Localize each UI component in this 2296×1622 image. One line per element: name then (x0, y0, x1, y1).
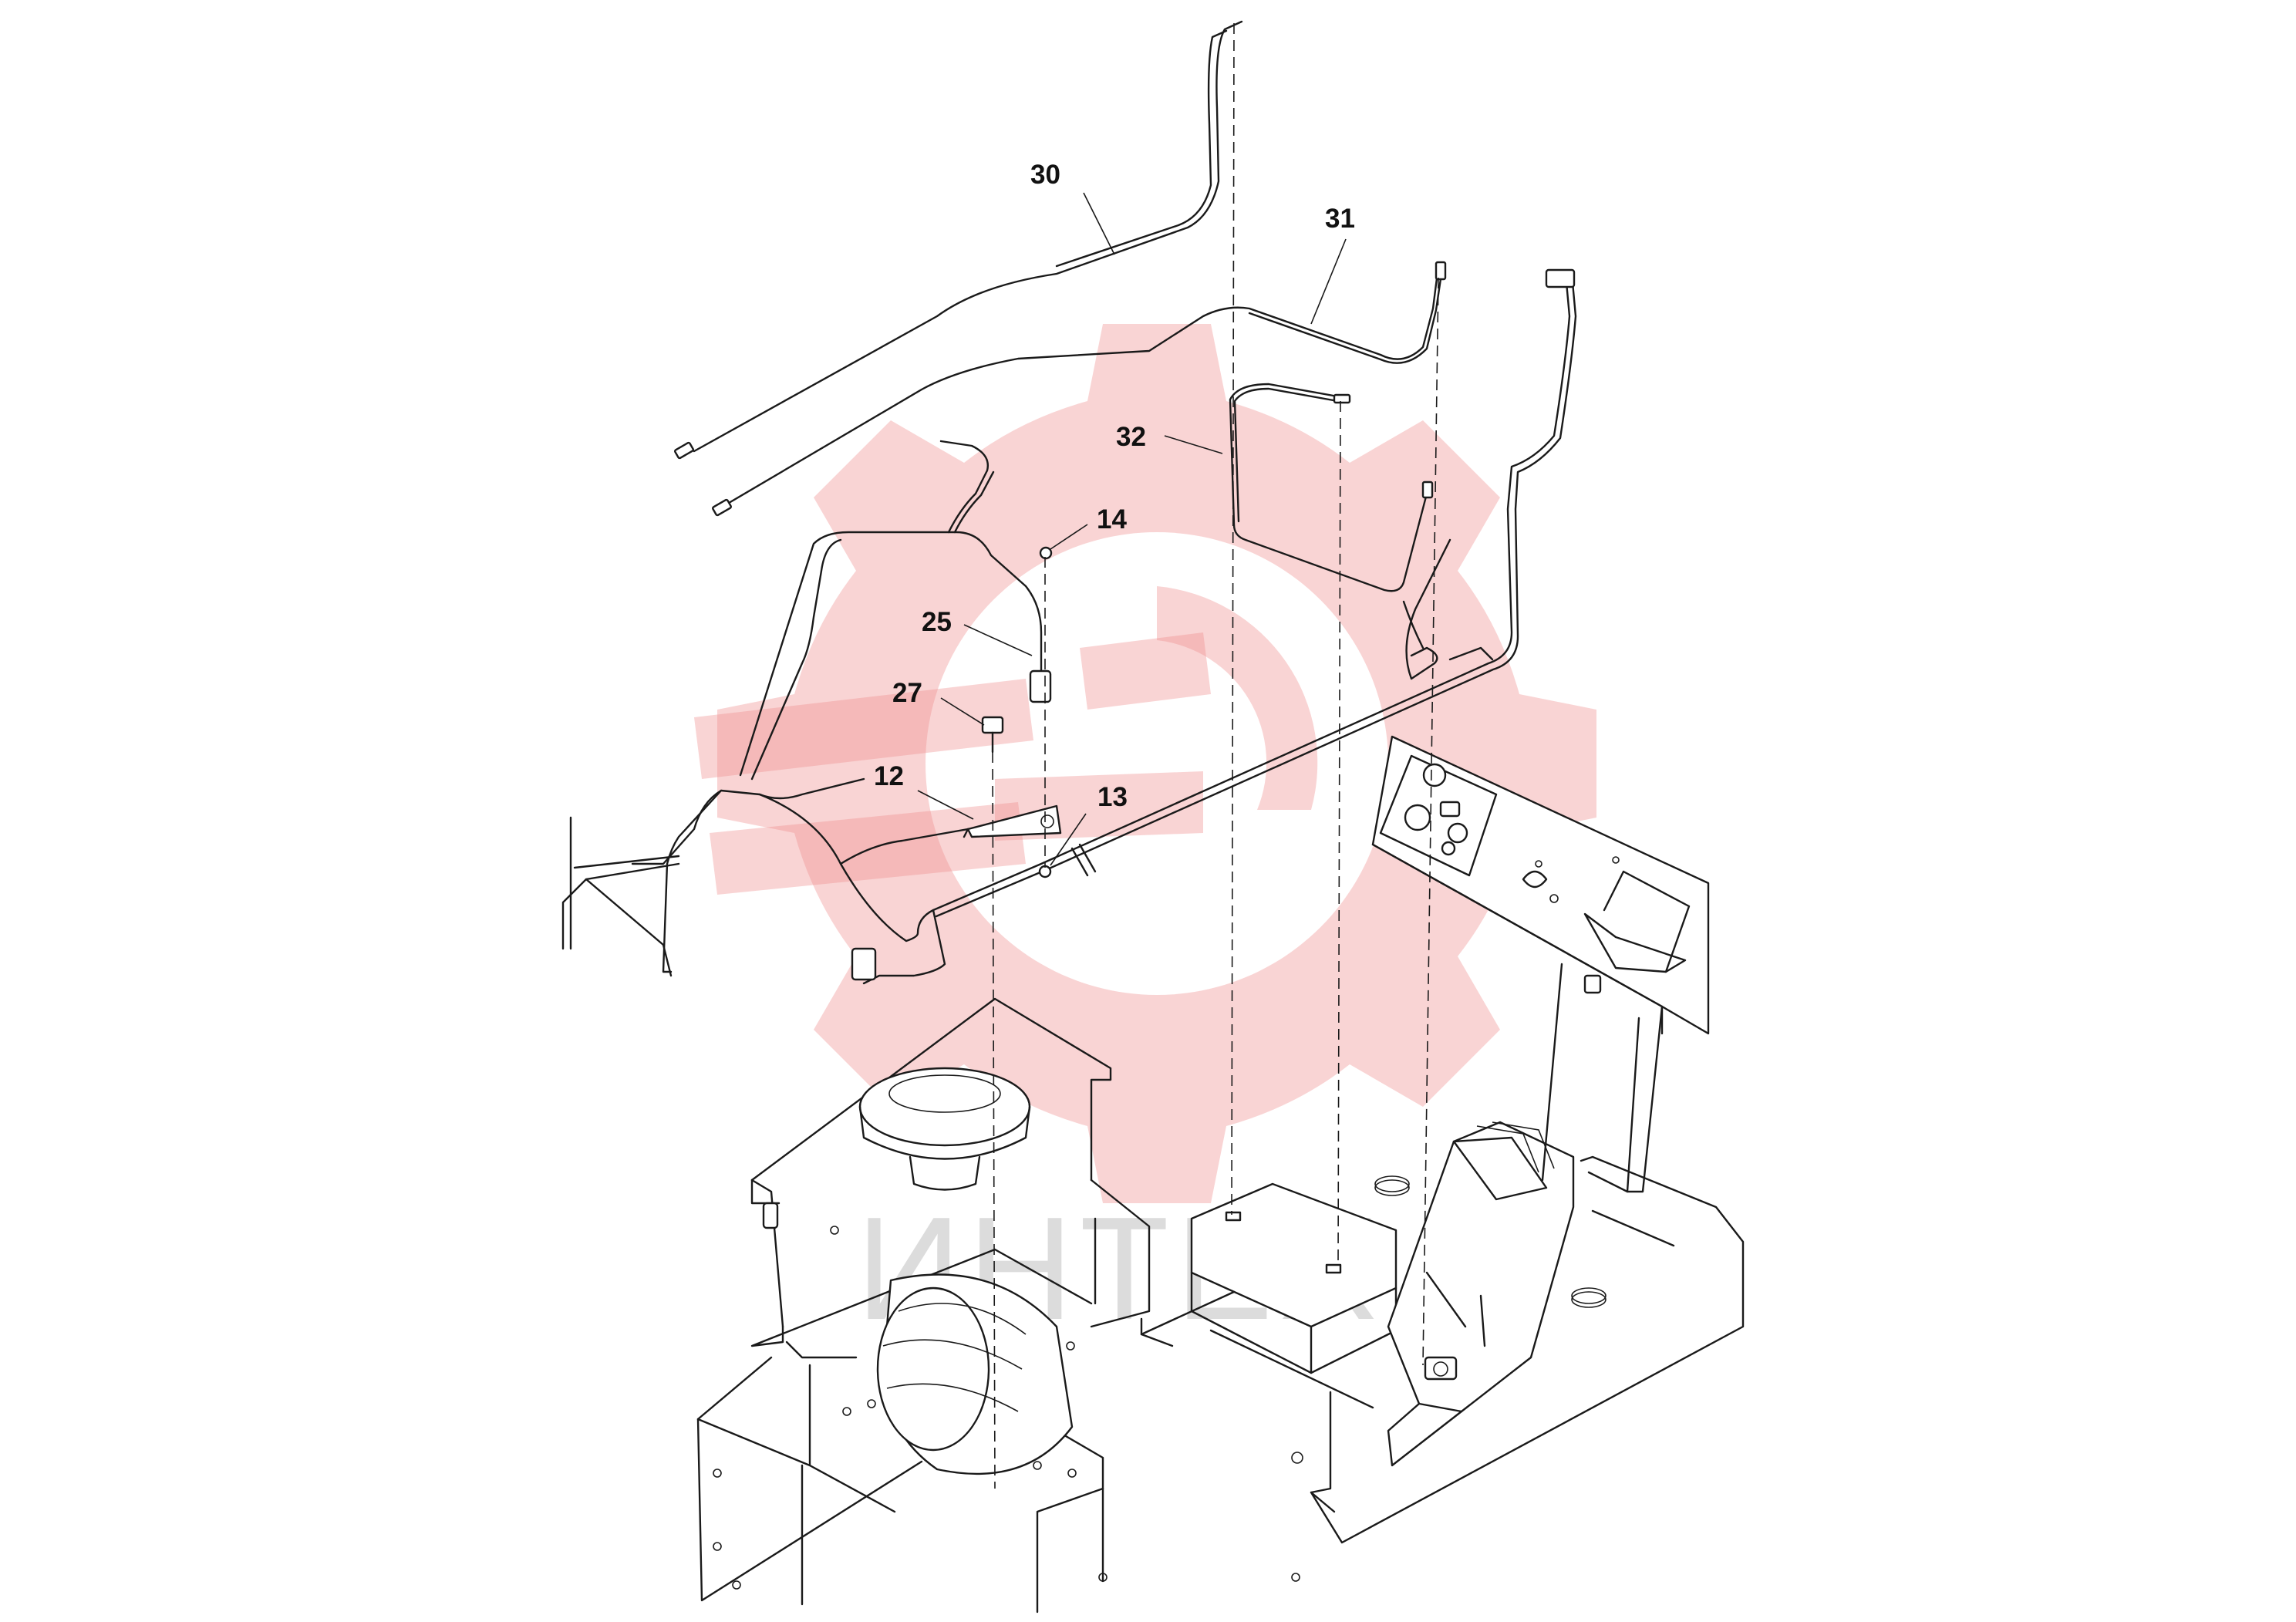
callout-31: 31 (1325, 204, 1355, 234)
cylinder-filter (876, 1273, 1074, 1475)
alignment-lines (992, 22, 1439, 1489)
instrument-panel (1371, 735, 1710, 1193)
leader-lines (917, 192, 1347, 866)
callout-32: 32 (1116, 422, 1146, 452)
callout-12: 12 (874, 761, 904, 791)
cable-30 (674, 20, 1243, 460)
battery-box (1140, 1182, 1397, 1409)
nut-13 (1038, 865, 1052, 878)
control-lever-box (1387, 1121, 1575, 1467)
cable-25 (1029, 669, 1052, 703)
callout-25: 25 (922, 607, 952, 637)
bolt-27 (981, 716, 1004, 754)
right-floor-plate (1291, 1155, 1745, 1582)
nut-14 (1039, 546, 1053, 560)
air-cleaner (858, 1067, 1031, 1191)
main-harness (561, 268, 1577, 985)
cable-31 (712, 261, 1447, 517)
bracket-12 (963, 804, 1062, 838)
gear-logo-icon (694, 324, 1596, 1203)
callout-30: 30 (1030, 160, 1060, 190)
callout-27: 27 (892, 678, 922, 708)
cable-32 (1229, 383, 1434, 592)
callout-14: 14 (1097, 504, 1127, 534)
callout-13: 13 (1097, 782, 1128, 812)
